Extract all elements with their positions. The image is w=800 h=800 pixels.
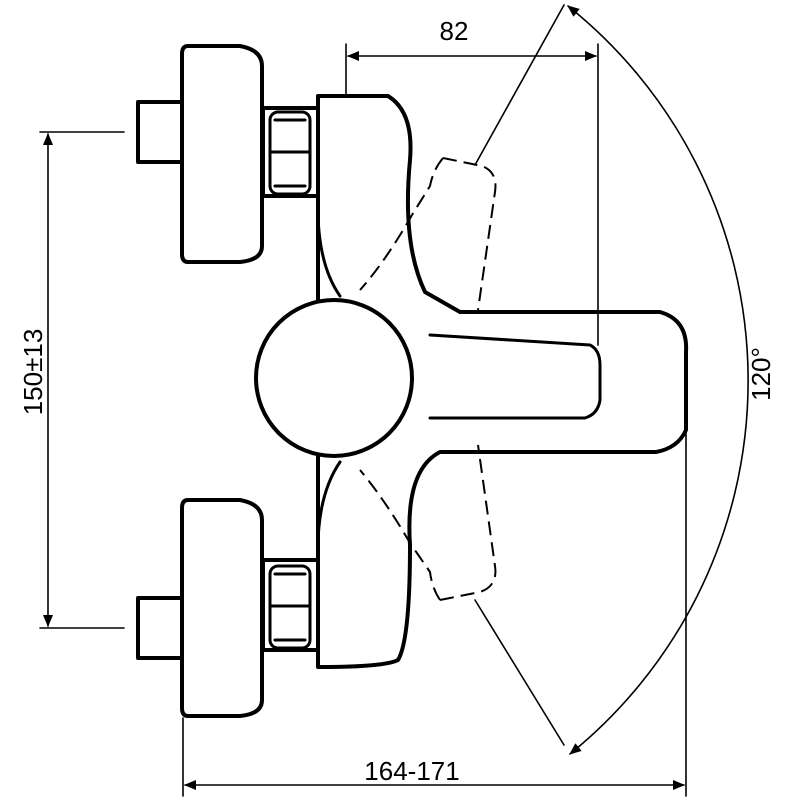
dimension-angle-120: [474, 4, 749, 755]
lever-alt-positions: [359, 157, 497, 601]
top-connector: [136, 44, 320, 264]
dimension-164-171: [182, 431, 687, 797]
dimension-82: [345, 43, 599, 346]
mixer-body: [316, 94, 689, 669]
label-150: 150±13: [18, 329, 48, 416]
cartridge-circle: [254, 298, 414, 458]
label-82: 82: [440, 16, 469, 46]
label-164-171: 164-171: [364, 756, 459, 786]
bottom-connector: [136, 498, 320, 718]
label-120-deg: 120°: [746, 347, 776, 401]
dimension-150: [39, 131, 125, 629]
